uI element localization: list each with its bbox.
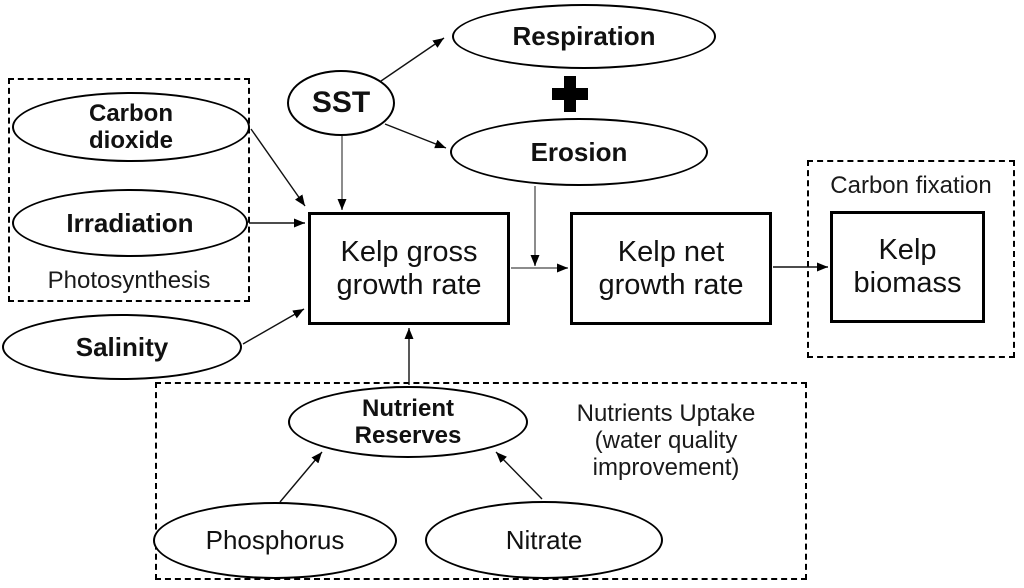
edge-salinity-to-kelp-gross [242,308,305,345]
region-carbon-fixation: Carbon fixation [807,160,1015,358]
node-kelp-net-growth-rate: Kelp net growth rate [570,212,772,325]
region-carbon-fixation-label: Carbon fixation [830,172,992,199]
node-nutrient-reserves-label: Nutrient Reserves [354,395,462,449]
node-carbon-dioxide-label: Carbon dioxide [88,100,173,154]
node-nitrate: Nitrate [425,501,663,579]
node-sst-label: SST [311,86,371,119]
node-respiration-label: Respiration [512,21,656,51]
region-nutrients-uptake: Nutrients Uptake (water quality improvem… [155,382,807,580]
node-carbon-dioxide: Carbon dioxide [12,92,250,162]
node-erosion-label: Erosion [530,136,628,167]
region-nutrients-uptake-label: Nutrients Uptake (water quality improvem… [576,400,756,481]
node-kelp-net-growth-rate-label: Kelp net growth rate [598,235,744,301]
node-irradiation-label: Irradiation [66,207,194,238]
edge-carbon-dioxide-to-kelp-gross [250,128,306,207]
node-kelp-gross-growth-rate-label: Kelp gross growth rate [336,235,482,301]
node-nutrient-reserves: Nutrient Reserves [288,386,528,458]
edge-sst-to-erosion [384,123,447,149]
node-phosphorus: Phosphorus [153,502,397,579]
node-salinity: Salinity [2,314,242,380]
plus-icon-horizontal-bar [552,88,588,100]
node-kelp-gross-growth-rate: Kelp gross growth rate [308,212,510,325]
node-nitrate-label: Nitrate [505,524,583,555]
edge-sst-to-respiration [380,37,445,82]
node-sst: SST [287,70,395,136]
node-erosion: Erosion [450,118,708,186]
node-irradiation: Irradiation [12,189,248,257]
region-photosynthesis: Photosynthesis [8,78,250,302]
node-respiration: Respiration [452,4,716,69]
node-salinity-label: Salinity [75,331,169,362]
node-phosphorus-label: Phosphorus [205,525,345,555]
node-kelp-biomass: Kelp biomass [830,211,985,323]
plus-icon [552,76,588,112]
node-kelp-biomass-label: Kelp biomass [853,234,962,299]
region-photosynthesis-label: Photosynthesis [47,267,211,294]
